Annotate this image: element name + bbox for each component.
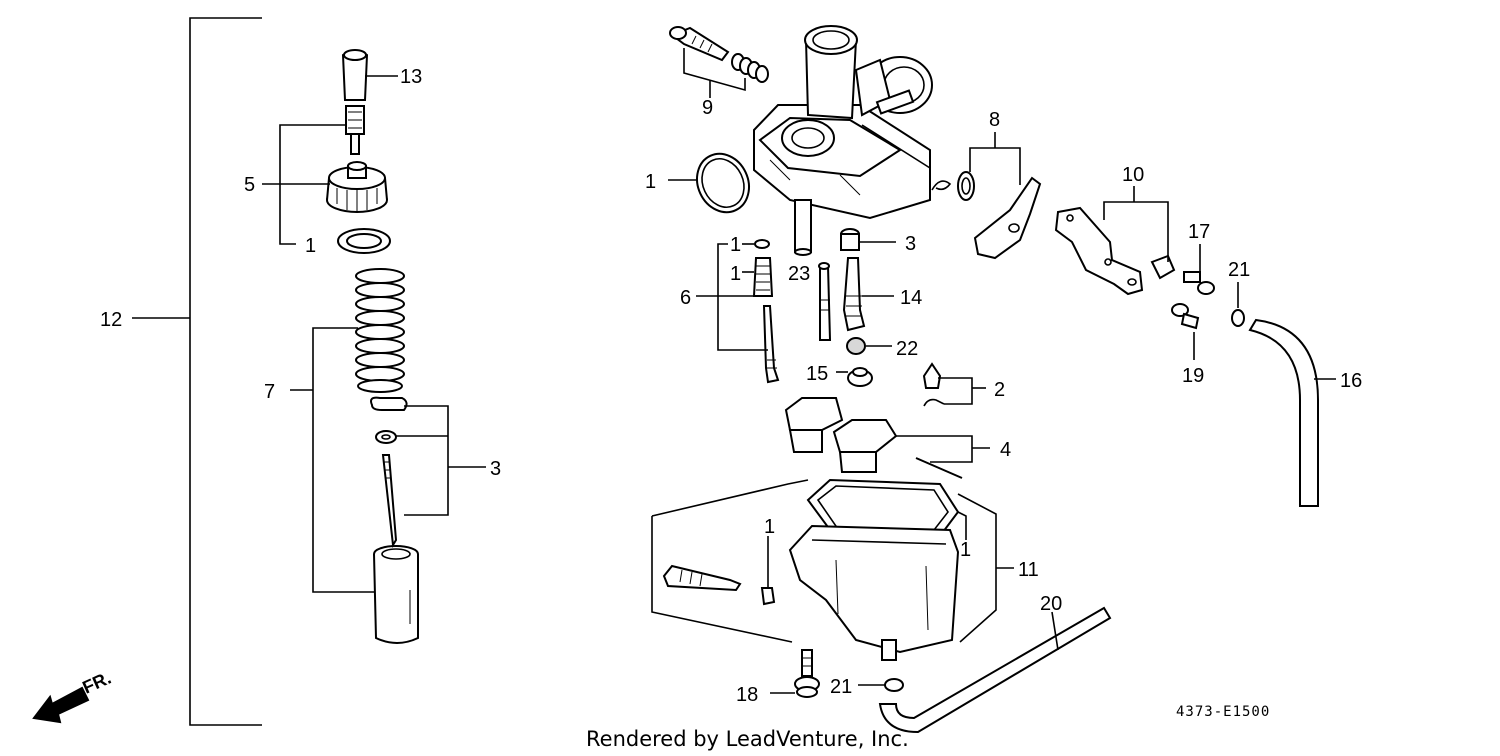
part-10-bracket [1054, 186, 1176, 296]
part-21-clip-bottom [858, 678, 904, 692]
part-1-gasket-left [337, 228, 391, 254]
callout-13: 13 [400, 66, 422, 88]
part-22-jet [846, 337, 892, 355]
credit-text: Rendered by LeadVenture, Inc. [586, 727, 909, 751]
callout-9: 9 [702, 97, 713, 119]
callout-6: 6 [680, 287, 691, 309]
part-5-adjuster-and-top [262, 105, 388, 245]
part-23-jet [818, 262, 832, 341]
part-13-cap [341, 49, 398, 101]
bracket-12 [132, 17, 262, 726]
part-2-needle-valve [922, 362, 986, 407]
callout-labels: 13 5 1 12 7 3 9 1 8 10 17 21 19 16 6 1 1… [100, 66, 1362, 706]
part-21-clip-top [1231, 282, 1245, 327]
callout-4: 4 [1000, 439, 1011, 461]
part-1-oring [668, 152, 750, 214]
callout-3-mid: 3 [905, 233, 916, 255]
part-19-screw [1171, 303, 1200, 360]
callout-19: 19 [1182, 365, 1204, 387]
callout-1-small-a: 1 [730, 234, 741, 256]
part-16-hose [1248, 318, 1336, 507]
callout-8: 8 [989, 109, 1000, 131]
part-3-needle-set [370, 396, 486, 549]
callout-7: 7 [264, 381, 275, 403]
throttle-valve-slide [373, 545, 419, 644]
callout-22: 22 [896, 338, 918, 360]
part-11-float-chamber [651, 478, 1014, 661]
part-7-spring-and-valve [290, 268, 419, 644]
callout-18: 18 [736, 684, 758, 706]
part-6-jet-set [696, 239, 780, 384]
callout-1-oring: 1 [645, 171, 656, 193]
callout-1-left: 1 [305, 235, 316, 257]
callout-1-small-b: 1 [730, 263, 741, 285]
callout-16: 16 [1340, 370, 1362, 392]
valve-spring [355, 268, 405, 393]
part-3-jet-holder [840, 228, 896, 251]
callout-1-bowl-a: 1 [764, 516, 775, 538]
idle-spring [731, 53, 769, 83]
part-17-screw [1183, 244, 1215, 295]
front-direction-label: FR. [79, 668, 114, 698]
callout-14: 14 [900, 287, 922, 309]
callout-15: 15 [806, 363, 828, 385]
callout-2: 2 [994, 379, 1005, 401]
part-20-hose [878, 606, 1112, 734]
part-14-needle-jet [842, 257, 894, 332]
carburetor-body [753, 25, 933, 256]
callout-23: 23 [788, 263, 810, 285]
callout-20: 20 [1040, 593, 1062, 615]
front-arrow [32, 686, 90, 724]
part-9-screw-spring [669, 26, 769, 98]
callout-12: 12 [100, 309, 122, 331]
part-code: 4373-E1500 [1176, 704, 1270, 720]
part-8-lever [931, 132, 1042, 260]
callout-21-top: 21 [1228, 259, 1250, 281]
callout-1-bowl-b: 1 [960, 539, 971, 561]
callout-11: 11 [1018, 559, 1039, 581]
part-18-drain-screw [770, 649, 820, 698]
callout-5: 5 [244, 174, 255, 196]
callout-17: 17 [1188, 221, 1210, 243]
part-15-float-valve [836, 367, 873, 387]
callout-3-left: 3 [490, 458, 501, 480]
callout-21-bottom: 21 [830, 676, 852, 698]
part-4-float [784, 397, 990, 479]
callout-10: 10 [1122, 164, 1144, 186]
